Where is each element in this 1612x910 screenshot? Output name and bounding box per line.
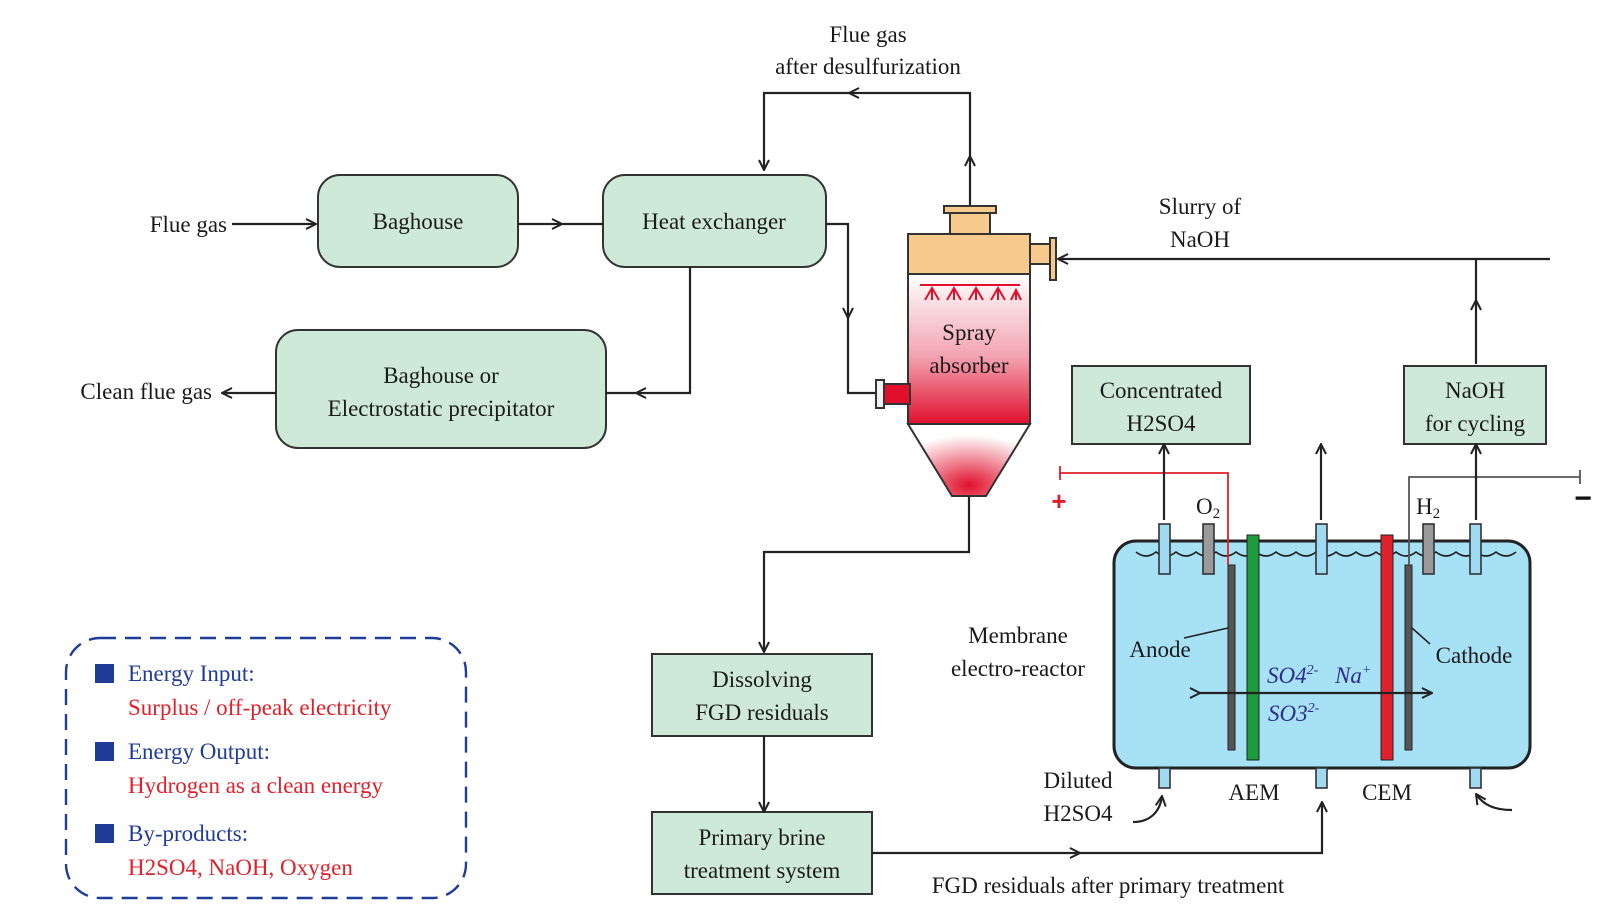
arrow-cathode-in (1476, 794, 1513, 812)
legend-by-products-detail: H2SO4, NaOH, Oxygen (128, 855, 353, 880)
sulfite-ion-label: SO32- (1268, 701, 1320, 726)
arrow-heat-exchanger-to-esp (636, 267, 692, 393)
h2-label: H2 (1416, 494, 1440, 522)
heat-exchanger-box (602, 174, 827, 268)
port-brine-in (1315, 767, 1328, 789)
heat-exchanger-label: Heat exchanger (642, 209, 786, 234)
legend-bullet-energy-input (95, 664, 114, 683)
positive-terminal: + (1051, 486, 1066, 516)
absorber-gas-inlet-flange (875, 379, 885, 409)
sulfate-ion-formula: SO4 (1267, 663, 1307, 688)
flue-gas-after-label-line1: Flue gas (829, 22, 906, 47)
sulfate-ion-charge: 2- (1307, 663, 1319, 678)
esp-label-line1: Baghouse or (383, 363, 499, 388)
negative-terminal: − (1574, 482, 1592, 515)
esp-label-line2: Electrostatic precipitator (328, 396, 555, 421)
slurry-label-line2: NaOH (1170, 227, 1230, 252)
port-o2 (1202, 523, 1215, 575)
absorber-head (907, 233, 1031, 275)
anode-label: Anode (1129, 637, 1190, 662)
concentrated-label-line2: H2SO4 (1126, 411, 1196, 436)
absorber-top-flange (943, 205, 997, 214)
baghouse-label: Baghouse (373, 209, 464, 234)
primary-brine-label-line2: treatment system (684, 858, 841, 883)
sulfite-ion-formula: SO3 (1268, 701, 1308, 726)
legend-energy-input-title: Energy Input: (128, 661, 255, 686)
sodium-ion-formula: Na (1334, 663, 1362, 688)
diluted-h2so4-label-line1: Diluted (1044, 768, 1113, 793)
legend-bullet-by-products (95, 824, 114, 843)
cathode-electrode (1404, 564, 1413, 751)
aem-label: AEM (1228, 780, 1279, 805)
arrow-diluted-in (1132, 796, 1162, 824)
cem-label: CEM (1362, 780, 1412, 805)
sulfate-ion-label: SO42- (1267, 663, 1319, 688)
legend-frame (64, 636, 468, 900)
cathode-wire (1408, 476, 1580, 565)
port-h2 (1422, 523, 1435, 575)
sodium-ion-label: Na+ (1334, 663, 1371, 688)
o2-label: O2 (1196, 494, 1220, 522)
cathode-label: Cathode (1436, 643, 1513, 668)
line-to-absorber-inlet (846, 318, 878, 395)
arrow-absorber-to-dissolving (764, 496, 971, 652)
flue-gas-in-label: Flue gas (150, 212, 227, 237)
anode-electrode (1227, 564, 1236, 751)
arrow-desulfurized-gas-left (849, 93, 972, 156)
arrow-brine-to-reactor (1080, 802, 1322, 855)
o2-subscript: 2 (1213, 506, 1221, 522)
membrane-electro-reactor (1112, 523, 1532, 789)
legend-energy-output-detail: Hydrogen as a clean energy (128, 773, 384, 798)
naoh-cycling-label-line1: NaOH (1445, 378, 1505, 403)
flue-gas-after-label-line2: after desulfurization (775, 54, 961, 79)
spray-absorber-label-line2: absorber (929, 353, 1009, 378)
arrow-desulfurized-gas-to-heat-exchanger (764, 91, 849, 170)
esp-box (275, 329, 607, 449)
legend-energy-output-title: Energy Output: (128, 739, 270, 764)
port-cathode-in (1469, 767, 1482, 789)
membrane-reactor-label-line1: Membrane (968, 623, 1068, 648)
absorber-gas-inlet (883, 383, 911, 405)
aem-membrane (1246, 534, 1260, 761)
arrow-heat-exchanger-to-absorber (826, 222, 848, 318)
dissolving-label-line1: Dissolving (712, 667, 812, 692)
cem-membrane (1380, 534, 1394, 761)
dissolving-label-line2: FGD residuals (695, 700, 829, 725)
legend-by-products-title: By-products: (128, 821, 248, 846)
absorber-side-flange (1049, 237, 1057, 281)
spray-absorber-label-line1: Spray (942, 320, 996, 345)
naoh-cycling-label-line2: for cycling (1425, 411, 1526, 436)
cathode-leader (1411, 627, 1431, 645)
h2-subscript: 2 (1433, 506, 1441, 522)
absorber-cone (906, 423, 1032, 497)
sulfite-ion-charge: 2- (1308, 701, 1320, 716)
primary-brine-box (651, 811, 873, 895)
primary-brine-label-line1: Primary brine (698, 825, 825, 850)
slurry-label-line1: Slurry of (1159, 194, 1242, 219)
port-middle-out (1315, 523, 1328, 575)
naoh-cycling-box (1403, 365, 1547, 445)
concentrated-label-line1: Concentrated (1100, 378, 1223, 403)
absorber-side-inlet (1029, 243, 1053, 265)
legend-energy-input-detail: Surplus / off-peak electricity (128, 695, 392, 720)
clean-flue-gas-label: Clean flue gas (80, 379, 212, 404)
port-diluted-in (1158, 767, 1171, 789)
spray-nozzles (924, 286, 1022, 301)
port-cathode-out (1469, 523, 1482, 575)
fgd-after-treatment-label: FGD residuals after primary treatment (932, 873, 1285, 898)
legend-bullet-energy-output (95, 742, 114, 761)
baghouse-box (317, 174, 519, 268)
port-anode-out (1158, 523, 1171, 575)
membrane-reactor-label-line2: electro-reactor (951, 656, 1085, 681)
diluted-h2so4-label-line2: H2SO4 (1043, 801, 1113, 826)
dissolving-box (651, 653, 873, 737)
legend: Energy Input: Surplus / off-peak electri… (64, 636, 468, 900)
sodium-ion-charge: + (1362, 663, 1371, 678)
anode-leader (1183, 627, 1229, 639)
spray-absorber: Spray absorber (875, 205, 1057, 497)
